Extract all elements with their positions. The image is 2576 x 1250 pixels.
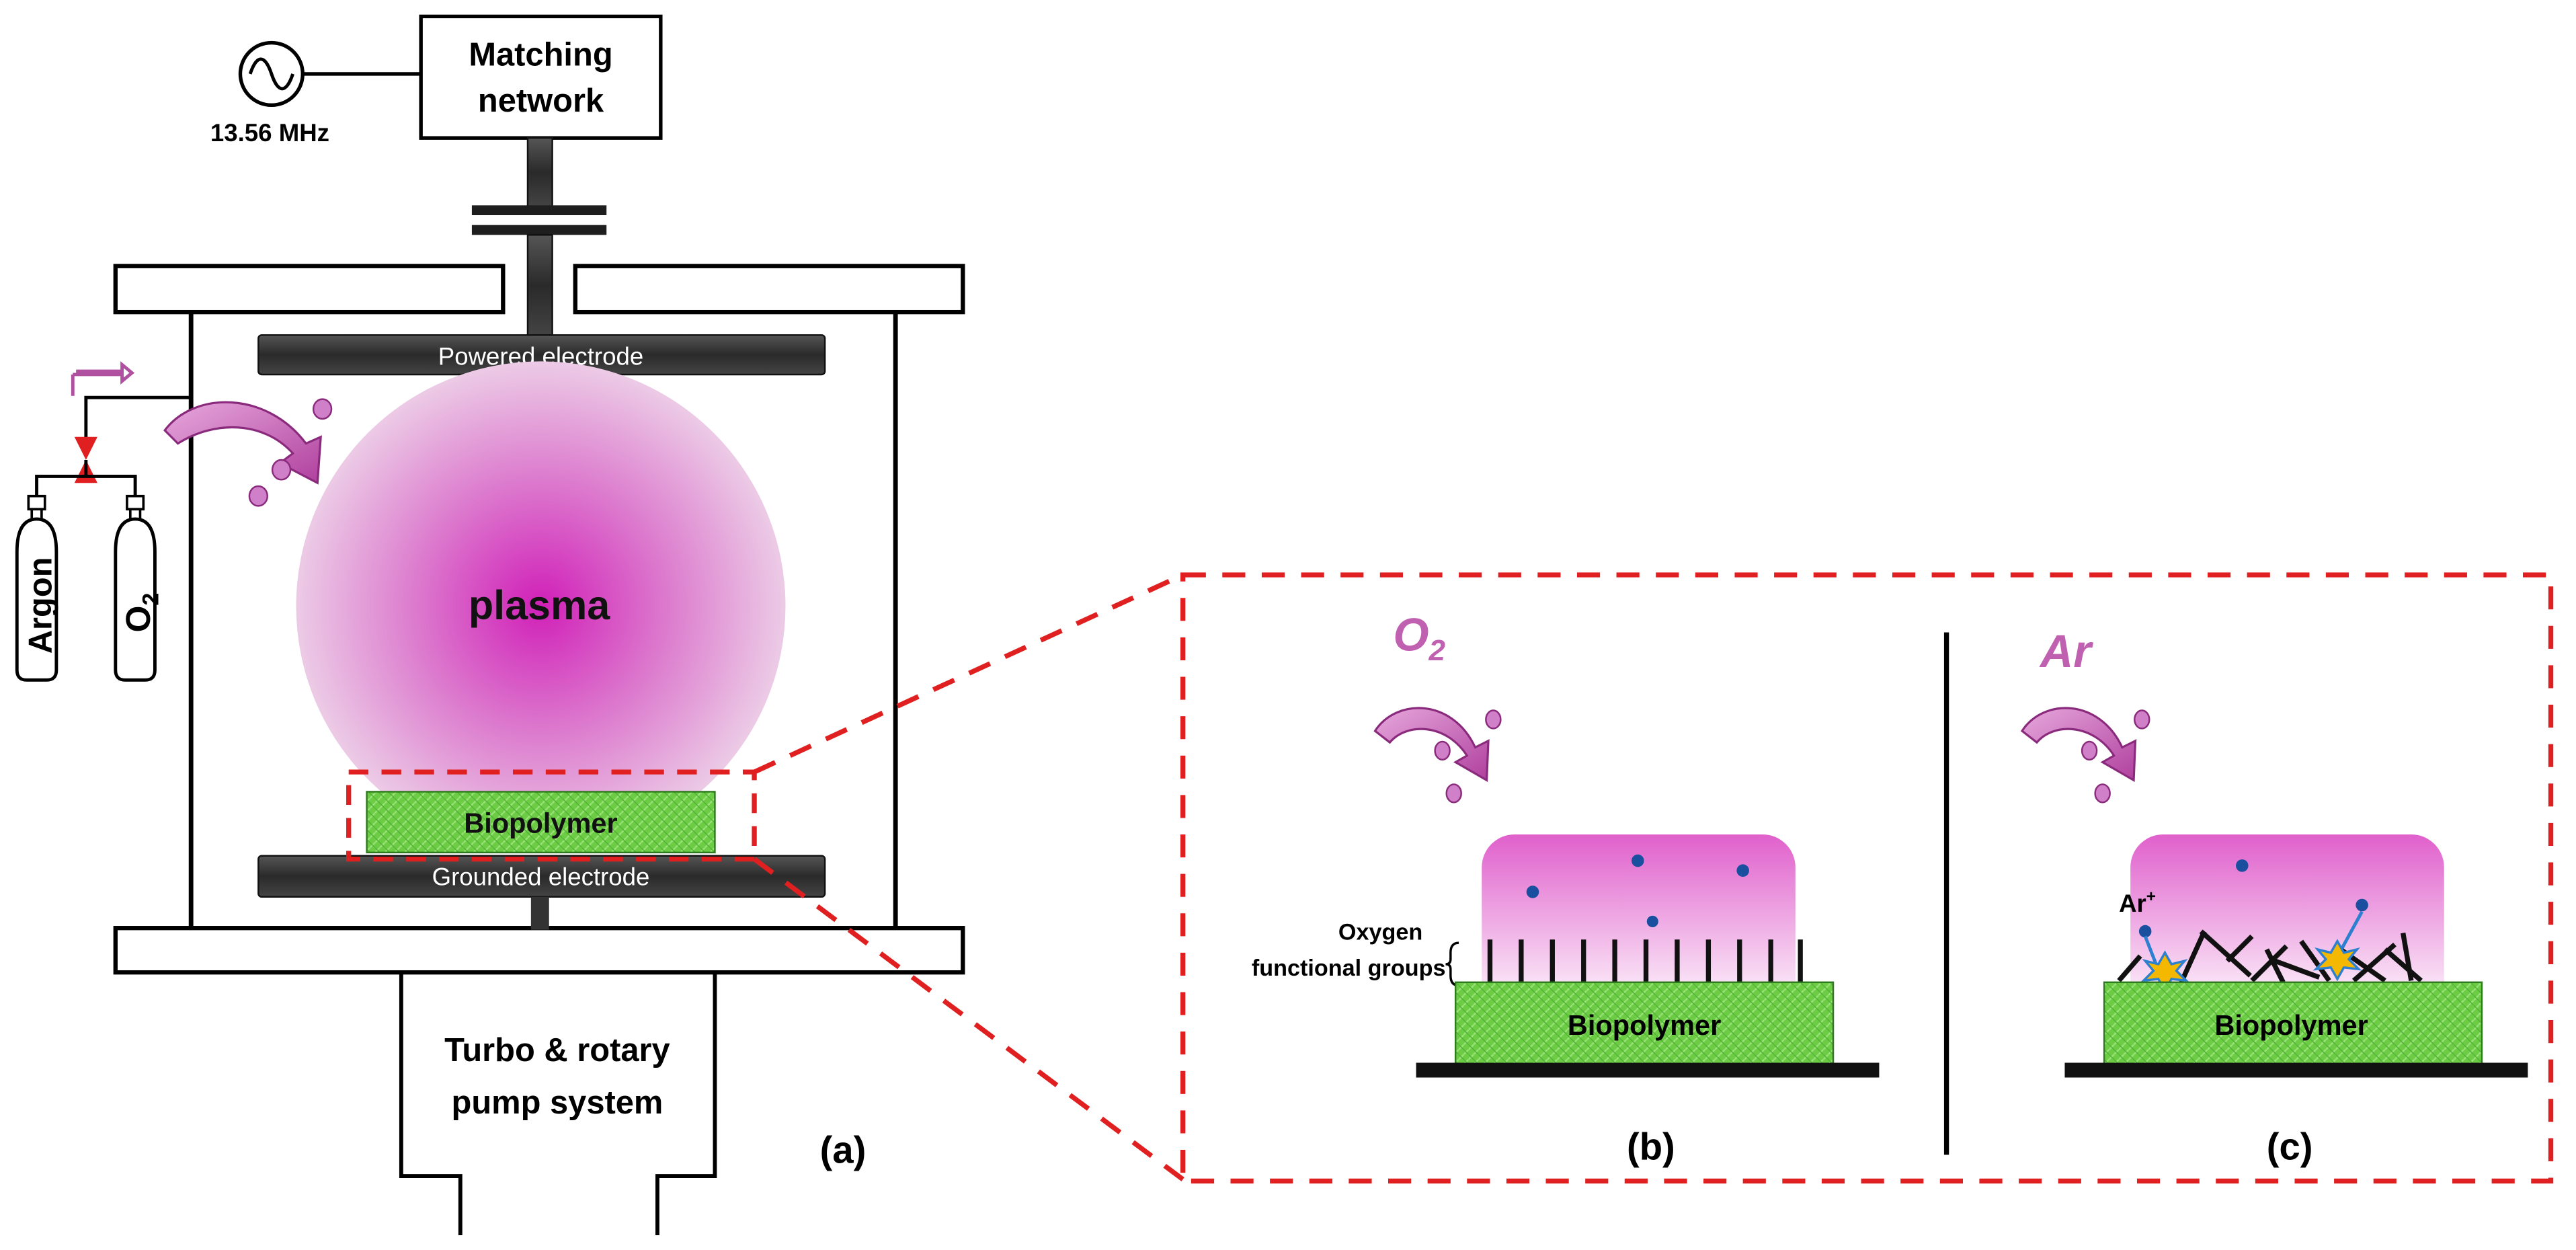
grounded-electrode: Grounded electrode [257,855,826,930]
pump-system: Turbo & rotary pump system [399,972,717,1236]
pump-line2: pump system [451,1085,663,1121]
valve-icon [74,436,97,460]
ion-trajectories [2143,910,2364,967]
grounded-electrode-label: Grounded electrode [432,863,650,891]
vacuum-chamber [113,264,965,975]
plasma-label: plasma [469,582,610,628]
local-plasma [1482,834,1796,1019]
brace-icon [1445,941,1459,987]
zoom-source-box [346,769,757,862]
capacitor-plate-top [471,205,607,216]
biopolymer-label: Biopolymer [464,808,617,839]
panel-a-label: (a) [820,1129,867,1171]
argon-ion-label: Ar+ [2119,888,2156,917]
plasma-cloud: plasma [296,361,786,851]
panel-c-electrode [2064,1062,2528,1078]
oxygen-functional-groups [1487,939,1803,982]
panel-c-label: (c) [2267,1126,2313,1168]
zoom-callout [346,572,2554,1184]
flow-arrow-icon [71,361,135,396]
panel-c-substrate-label: Biopolymer [2214,1009,2368,1041]
powered-electrode: Powered electrode [257,334,826,376]
panel-b-label: (b) [1627,1126,1675,1168]
panel-c-gas-label: Ar [2039,626,2093,677]
broken-polymer-chains [2117,929,2423,984]
matching-network: Matching network [419,14,663,140]
sine-wave-icon [248,57,294,91]
matching-network-line1: Matching [469,37,612,73]
biopolymer-substrate: Biopolymer [366,791,716,854]
impact-burst-icon [2312,939,2362,982]
gas-inflow-arrow-icon [163,401,322,485]
argon-cylinder: Argon [15,494,59,682]
zoom-detail-box [1180,572,2554,1184]
capacitor-plate-bottom [471,225,607,235]
matching-network-box [419,14,663,140]
pump-line1: Turbo & rotary [444,1032,670,1068]
gas-particle [271,459,292,481]
frequency-label: 13.56 MHz [210,119,329,147]
base-plate [113,926,965,975]
ar-inflow-arrow-icon [2020,707,2137,783]
panel-b-oxygen: O2 Oxygen functional groups Biopolyme [1252,609,1880,1168]
argon-label: Argon [23,557,59,654]
panel-c-argon: Ar Ar+ [2020,626,2528,1168]
oxygen-label: O2 [119,593,163,633]
panel-b-gas-label: O2 [1393,609,1445,667]
o2-inflow-arrow-icon [1373,707,1490,783]
annotation-line2: functional groups [1252,955,1446,981]
lid-right [573,264,965,315]
gas-inflow [163,398,333,507]
lid-left [113,264,506,315]
feedthrough [471,136,607,338]
oxygen-cylinder: O2 [114,494,163,682]
gas-supply: Argon O2 [15,361,192,682]
annotation-line1: Oxygen [1338,919,1422,945]
panel-b-substrate-label: Biopolymer [1568,1009,1721,1041]
gas-particle [312,398,333,420]
matching-network-line2: network [478,83,604,119]
rf-source: 13.56 MHz [210,40,421,147]
gas-particle [248,485,268,507]
panel-b-electrode [1416,1062,1880,1078]
